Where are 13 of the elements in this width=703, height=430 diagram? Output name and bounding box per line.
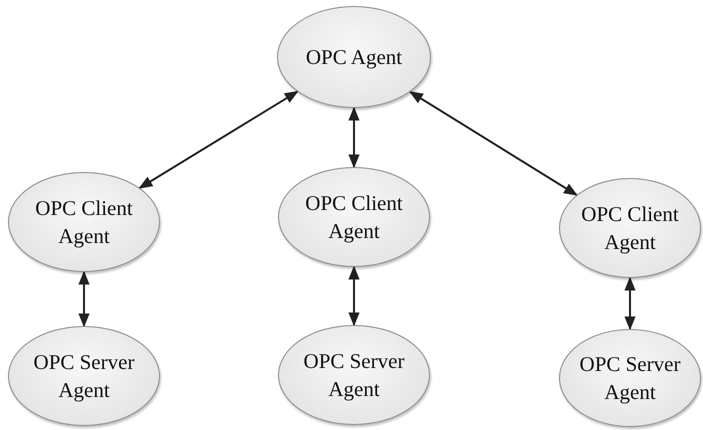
node-label: OPC Server Agent — [32, 349, 136, 404]
double-arrow — [624, 276, 636, 330]
double-arrow — [409, 91, 578, 196]
node-label: OPC Agent — [306, 44, 402, 71]
node-label: OPC Server Agent — [578, 351, 682, 406]
node-label: OPC Server Agent — [302, 348, 406, 403]
node-label: OPC Client Agent — [580, 201, 680, 256]
node-label: OPC Client Agent — [304, 190, 404, 245]
double-arrow — [348, 106, 360, 168]
double-arrow — [348, 266, 360, 326]
double-arrow — [138, 90, 299, 189]
node-label: OPC Client Agent — [34, 195, 134, 250]
double-arrow — [78, 270, 90, 328]
